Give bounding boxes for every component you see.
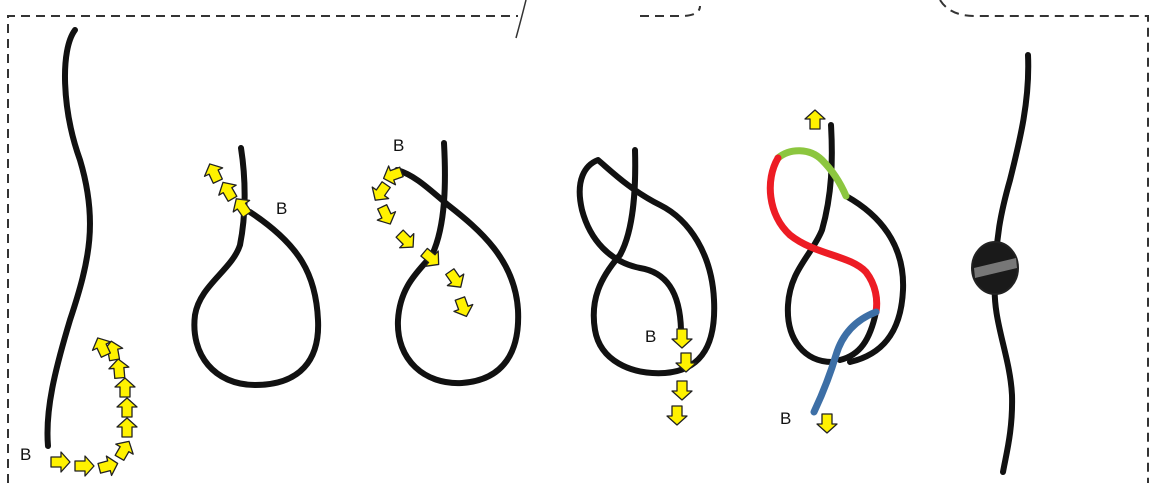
- direction-arrow-icon: [203, 163, 224, 184]
- direction-arrow-icon: [804, 109, 826, 130]
- direction-arrow-icon: [116, 417, 138, 438]
- rope-strand: [576, 147, 718, 377]
- direction-arrow-icon: [218, 181, 238, 202]
- direction-arrow-icon: [675, 352, 697, 373]
- direction-arrow-icon: [371, 181, 391, 201]
- end-label-b: B: [393, 136, 404, 155]
- direction-arrow-icon: [445, 268, 465, 288]
- rope-segment-blue: [810, 308, 880, 416]
- direction-arrow-icon: [671, 380, 693, 401]
- direction-arrows: [203, 163, 252, 218]
- direction-arrow-icon: [74, 455, 95, 477]
- rope-strand: [991, 279, 1016, 475]
- end-label-b: B: [645, 327, 656, 346]
- direction-arrow-icon: [376, 204, 397, 225]
- dashed-frame: [7, 0, 1149, 483]
- step-4: B: [576, 147, 718, 426]
- direction-arrow-icon: [50, 451, 71, 473]
- step-3: B: [371, 136, 522, 387]
- knot-icon: [971, 241, 1019, 295]
- direction-arrow-icon: [114, 440, 134, 461]
- step-1: B: [20, 27, 138, 477]
- direction-arrows: [50, 337, 138, 477]
- rope-strand: [394, 140, 522, 387]
- rope-segment-red: [766, 154, 881, 316]
- direction-arrows: [804, 109, 838, 434]
- direction-arrow-icon: [395, 229, 415, 249]
- direction-arrow-icon: [91, 337, 112, 358]
- rope-strand: [837, 309, 879, 363]
- direction-arrows: [666, 328, 697, 426]
- direction-arrows: [371, 165, 474, 318]
- end-label-b: B: [276, 199, 287, 218]
- direction-arrow-icon: [666, 405, 688, 426]
- direction-arrow-icon: [114, 377, 136, 398]
- direction-arrow-icon: [382, 165, 404, 186]
- direction-arrow-icon: [232, 198, 252, 218]
- direction-arrow-icon: [671, 328, 693, 349]
- direction-arrow-icon: [453, 296, 474, 318]
- direction-arrow-icon: [420, 247, 440, 267]
- rope-strand: [44, 27, 94, 449]
- rope-strand: [843, 193, 907, 365]
- rope-strand: [993, 52, 1032, 271]
- direction-arrow-icon: [97, 455, 119, 477]
- end-label-b: B: [780, 409, 791, 428]
- step-2: B: [191, 145, 322, 388]
- direction-arrow-icon: [108, 358, 130, 380]
- step-5: B: [766, 109, 907, 434]
- step-6: [971, 52, 1032, 475]
- direction-arrow-icon: [816, 413, 838, 434]
- end-label-b: B: [20, 445, 31, 464]
- rope-segment-green: [774, 147, 850, 200]
- direction-arrow-icon: [116, 397, 138, 418]
- frame-crease: [515, 0, 527, 39]
- rope-strand: [191, 145, 322, 388]
